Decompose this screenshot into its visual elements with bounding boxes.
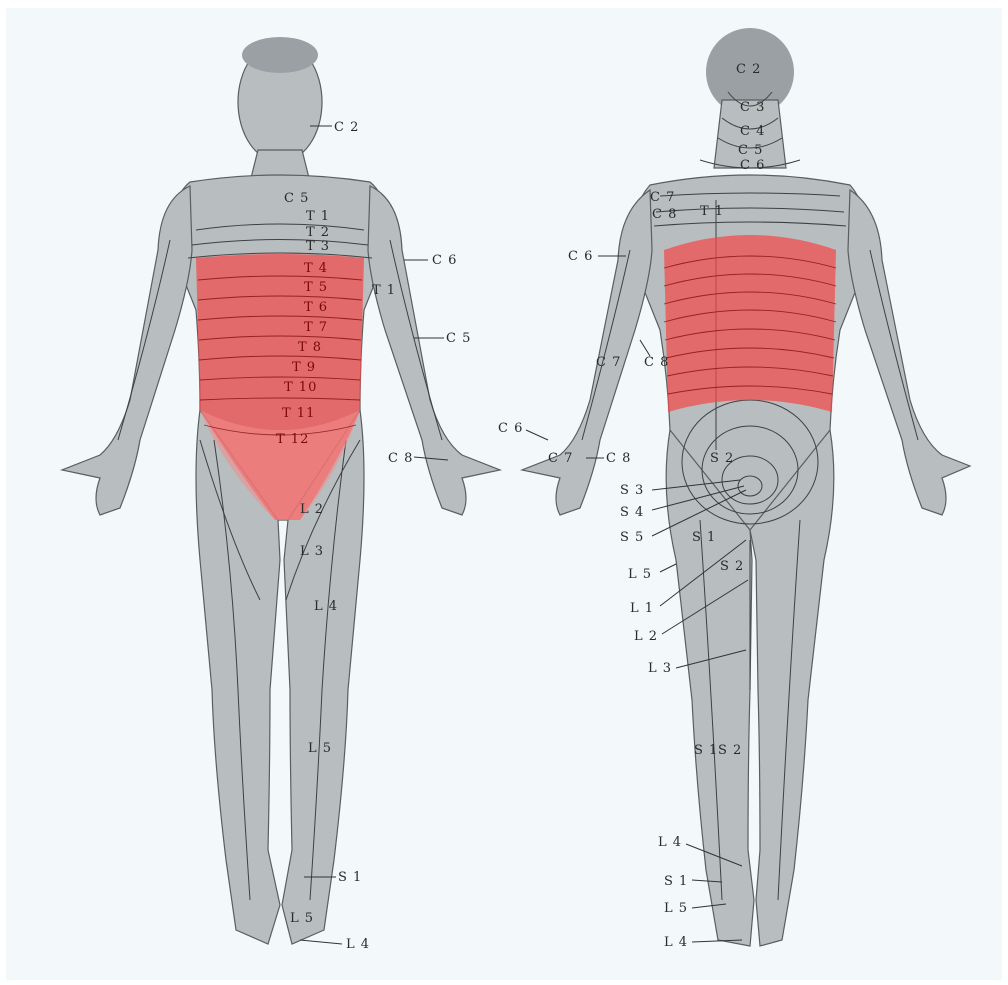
label-front-l5: L 5 (308, 741, 332, 756)
label-back-c8: C 8 (652, 207, 677, 222)
label-back-s1-calf: S 1 (694, 743, 718, 758)
front-hair (242, 37, 318, 73)
label-front-c6: C 6 (432, 253, 457, 268)
label-front-t6: T 6 (304, 300, 328, 315)
label-back-s5: S 5 (620, 530, 644, 545)
label-back-c6: C 6 (740, 158, 765, 173)
label-back-c8-hand: C 8 (606, 451, 631, 466)
label-front-c5: C 5 (284, 191, 309, 206)
label-front-t9: T 9 (292, 360, 316, 375)
label-back-s2-thigh: S 2 (720, 559, 744, 574)
label-back-l2: L 2 (634, 629, 658, 644)
label-front-t1: T 1 (306, 209, 330, 224)
label-front-c8: C 8 (388, 451, 413, 466)
label-back-c7: C 7 (650, 190, 675, 205)
label-front-t2: T 2 (306, 225, 330, 240)
label-back-c7-arm: C 7 (596, 355, 621, 370)
label-back-s1-ankle: S 1 (664, 874, 688, 889)
label-back-c6-hand: C 6 (498, 421, 523, 436)
label-back-l5-ankle: L 5 (664, 901, 688, 916)
label-front-l3: L 3 (300, 544, 324, 559)
label-back-l3: L 3 (648, 661, 672, 676)
label-front-l2: L 2 (300, 502, 324, 517)
label-back-c7-hand: C 7 (548, 451, 573, 466)
label-front-t4: T 4 (304, 261, 328, 276)
label-front-t1-arm: T 1 (372, 283, 396, 298)
label-back-t1: T 1 (700, 204, 724, 219)
label-back-s1: S 1 (692, 530, 716, 545)
label-front-s1: S 1 (338, 870, 362, 885)
label-back-s2: S 2 (710, 451, 734, 466)
label-front-t10: T 10 (284, 380, 317, 395)
label-front-t12: T 12 (276, 432, 309, 447)
label-front-t11: T 11 (282, 406, 315, 421)
label-back-l5: L 5 (628, 567, 652, 582)
label-front-l4-foot: L 4 (346, 937, 370, 952)
label-back-c2: C 2 (736, 62, 761, 77)
label-back-l4-ankle: L 4 (658, 835, 682, 850)
label-front-t8: T 8 (298, 340, 322, 355)
label-front-l4: L 4 (314, 599, 338, 614)
diagram-background (6, 8, 1002, 980)
label-back-c5: C 5 (738, 143, 763, 158)
label-front-l5-foot: L 5 (290, 911, 314, 926)
label-back-s3: S 3 (620, 483, 644, 498)
label-front-t3: T 3 (306, 239, 330, 254)
label-back-c8-arm: C 8 (644, 355, 669, 370)
label-front-t7: T 7 (304, 320, 328, 335)
label-back-s2-calf: S 2 (718, 743, 742, 758)
label-back-c4: C 4 (740, 124, 765, 139)
label-front-t5: T 5 (304, 280, 328, 295)
label-back-c6-arm: C 6 (568, 249, 593, 264)
label-back-s4: S 4 (620, 505, 644, 520)
label-back-l1: L 1 (630, 601, 654, 616)
label-back-c3: C 3 (740, 100, 765, 115)
label-front-c2: C 2 (334, 120, 359, 135)
label-front-c5-arm: C 5 (446, 331, 471, 346)
label-back-l4-foot: L 4 (664, 935, 688, 950)
